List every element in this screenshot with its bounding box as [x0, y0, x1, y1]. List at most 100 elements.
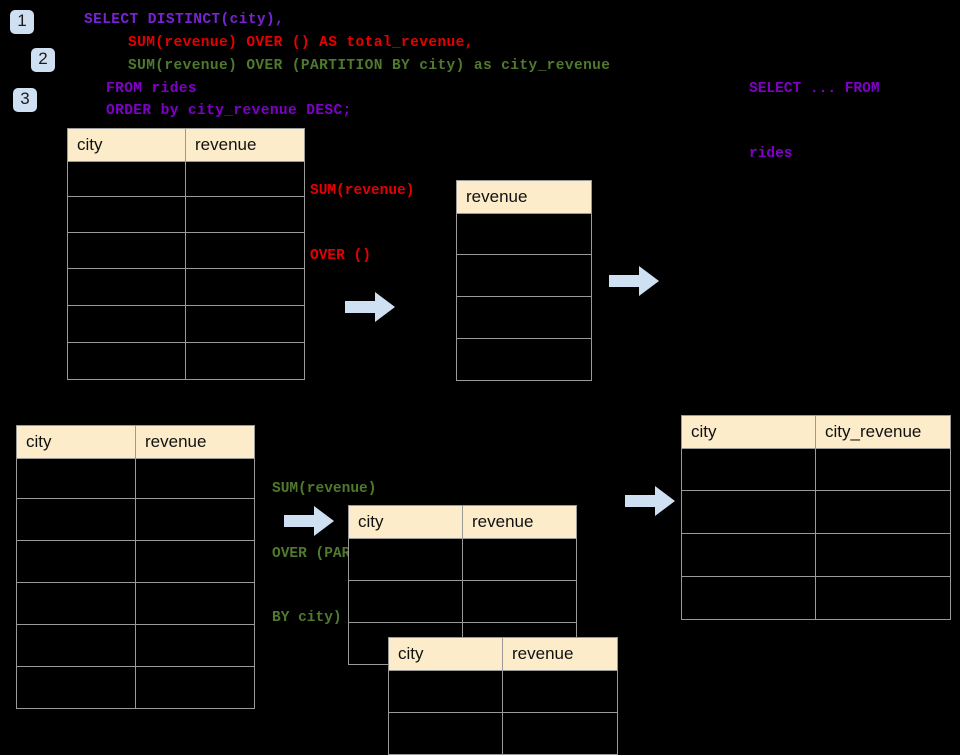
annotation-sum-over-empty-line2: OVER ()	[310, 247, 371, 264]
table-cell-city	[681, 533, 816, 577]
table-cell-city	[67, 232, 186, 269]
table-row	[67, 232, 305, 269]
column-header-city: city	[388, 637, 503, 671]
table-cell-city	[348, 538, 463, 581]
table-cell-revenue	[185, 232, 305, 269]
table-row	[456, 254, 592, 297]
table-row	[67, 342, 305, 380]
column-header-revenue: revenue	[135, 425, 255, 459]
column-header-revenue: revenue	[502, 637, 618, 671]
table-cell-city	[16, 540, 136, 583]
column-header-city: city	[348, 505, 463, 539]
table-row	[67, 268, 305, 306]
diagram-canvas: 1 2 3 SELECT DISTINCT(city), SUM(revenue…	[10, 10, 951, 755]
table-cell-revenue	[456, 338, 592, 381]
table-header-row: city revenue	[348, 505, 577, 539]
table-row	[681, 490, 951, 534]
table-cell-city	[16, 498, 136, 541]
table-cell-city	[16, 666, 136, 709]
step-badge-1: 1	[10, 10, 34, 34]
table-cell-revenue	[185, 161, 305, 197]
arrow-total-to-result	[609, 266, 659, 296]
table-cell-revenue	[185, 305, 305, 343]
arrow-partition-to-result	[625, 486, 675, 516]
column-header-city: city	[681, 415, 816, 449]
source-table-top: city revenue	[67, 128, 305, 380]
table-row	[16, 666, 255, 709]
table-cell-revenue	[185, 196, 305, 233]
arrow-source-to-partition	[284, 506, 334, 536]
annotation-sum-over-empty: SUM(revenue) OVER ()	[310, 138, 414, 310]
annotation-sum-over-empty-line1: SUM(revenue)	[310, 183, 415, 199]
sql-line-2: SUM(revenue) OVER () AS total_revenue,	[128, 35, 474, 51]
table-cell-revenue	[462, 580, 577, 623]
annotation-sum-over-partition-line1: SUM(revenue)	[272, 481, 377, 497]
table-cell-city	[388, 670, 503, 713]
table-cell-revenue	[185, 342, 305, 380]
sql-line-5: ORDER by city_revenue DESC;	[106, 103, 352, 119]
table-header-row: city revenue	[67, 128, 305, 162]
table-header-row: city revenue	[16, 425, 255, 459]
table-cell-city-revenue	[815, 490, 951, 534]
sql-line-3: SUM(revenue) OVER (PARTITION BY city) as…	[128, 58, 611, 74]
table-header-row: revenue	[456, 180, 592, 214]
table-cell-revenue	[462, 538, 577, 581]
table-cell-revenue	[456, 254, 592, 297]
table-cell-city	[16, 582, 136, 625]
table-cell-city	[16, 458, 136, 499]
table-row	[16, 582, 255, 625]
table-cell-city	[67, 342, 186, 380]
table-row	[16, 498, 255, 541]
table-cell-city	[681, 490, 816, 534]
table-cell-revenue	[456, 296, 592, 339]
table-row	[67, 196, 305, 233]
table-header-row: city city_revenue	[681, 415, 951, 449]
table-cell-revenue	[135, 498, 255, 541]
table-row	[681, 533, 951, 577]
table-header-row: city revenue	[388, 637, 618, 671]
table-cell-city	[348, 580, 463, 623]
table-row	[388, 712, 618, 755]
table-cell-revenue	[135, 458, 255, 499]
table-row	[681, 448, 951, 491]
table-cell-revenue	[502, 712, 618, 755]
table-row	[348, 580, 577, 623]
table-row	[67, 305, 305, 343]
annotation-select-from: SELECT ... FROM rides	[749, 36, 880, 208]
column-header-revenue: revenue	[456, 180, 592, 214]
result-table: city city_revenue	[681, 415, 951, 620]
table-cell-city	[67, 268, 186, 306]
table-cell-revenue	[185, 268, 305, 306]
table-row	[456, 213, 592, 255]
table-cell-city	[681, 576, 816, 620]
table-row	[456, 338, 592, 381]
column-header-city-revenue: city_revenue	[815, 415, 951, 449]
table-cell-revenue	[135, 540, 255, 583]
arrow-source-to-total	[345, 292, 395, 322]
step-badge-3: 3	[13, 88, 37, 112]
table-cell-city	[67, 305, 186, 343]
annotation-sum-over-partition-line3: BY city)	[272, 610, 342, 626]
column-header-city: city	[67, 128, 186, 162]
total-revenue-table: revenue	[456, 180, 592, 381]
table-cell-city	[67, 196, 186, 233]
table-cell-city-revenue	[815, 533, 951, 577]
table-cell-city	[16, 624, 136, 667]
sql-line-4: FROM rides	[106, 81, 198, 97]
annotation-select-from-line2: rides	[749, 145, 793, 162]
table-cell-revenue	[135, 624, 255, 667]
sql-line-1: SELECT DISTINCT(city),	[84, 12, 285, 28]
column-header-revenue: revenue	[185, 128, 305, 162]
table-cell-city-revenue	[815, 576, 951, 620]
table-cell-revenue	[456, 213, 592, 255]
table-row	[16, 458, 255, 499]
table-cell-city-revenue	[815, 448, 951, 491]
table-cell-revenue	[135, 666, 255, 709]
table-row	[348, 538, 577, 581]
table-cell-revenue	[135, 582, 255, 625]
table-cell-city	[388, 712, 503, 755]
table-cell-revenue	[502, 670, 618, 713]
column-header-city: city	[16, 425, 136, 459]
column-header-revenue: revenue	[462, 505, 577, 539]
step-badge-2: 2	[31, 48, 55, 72]
